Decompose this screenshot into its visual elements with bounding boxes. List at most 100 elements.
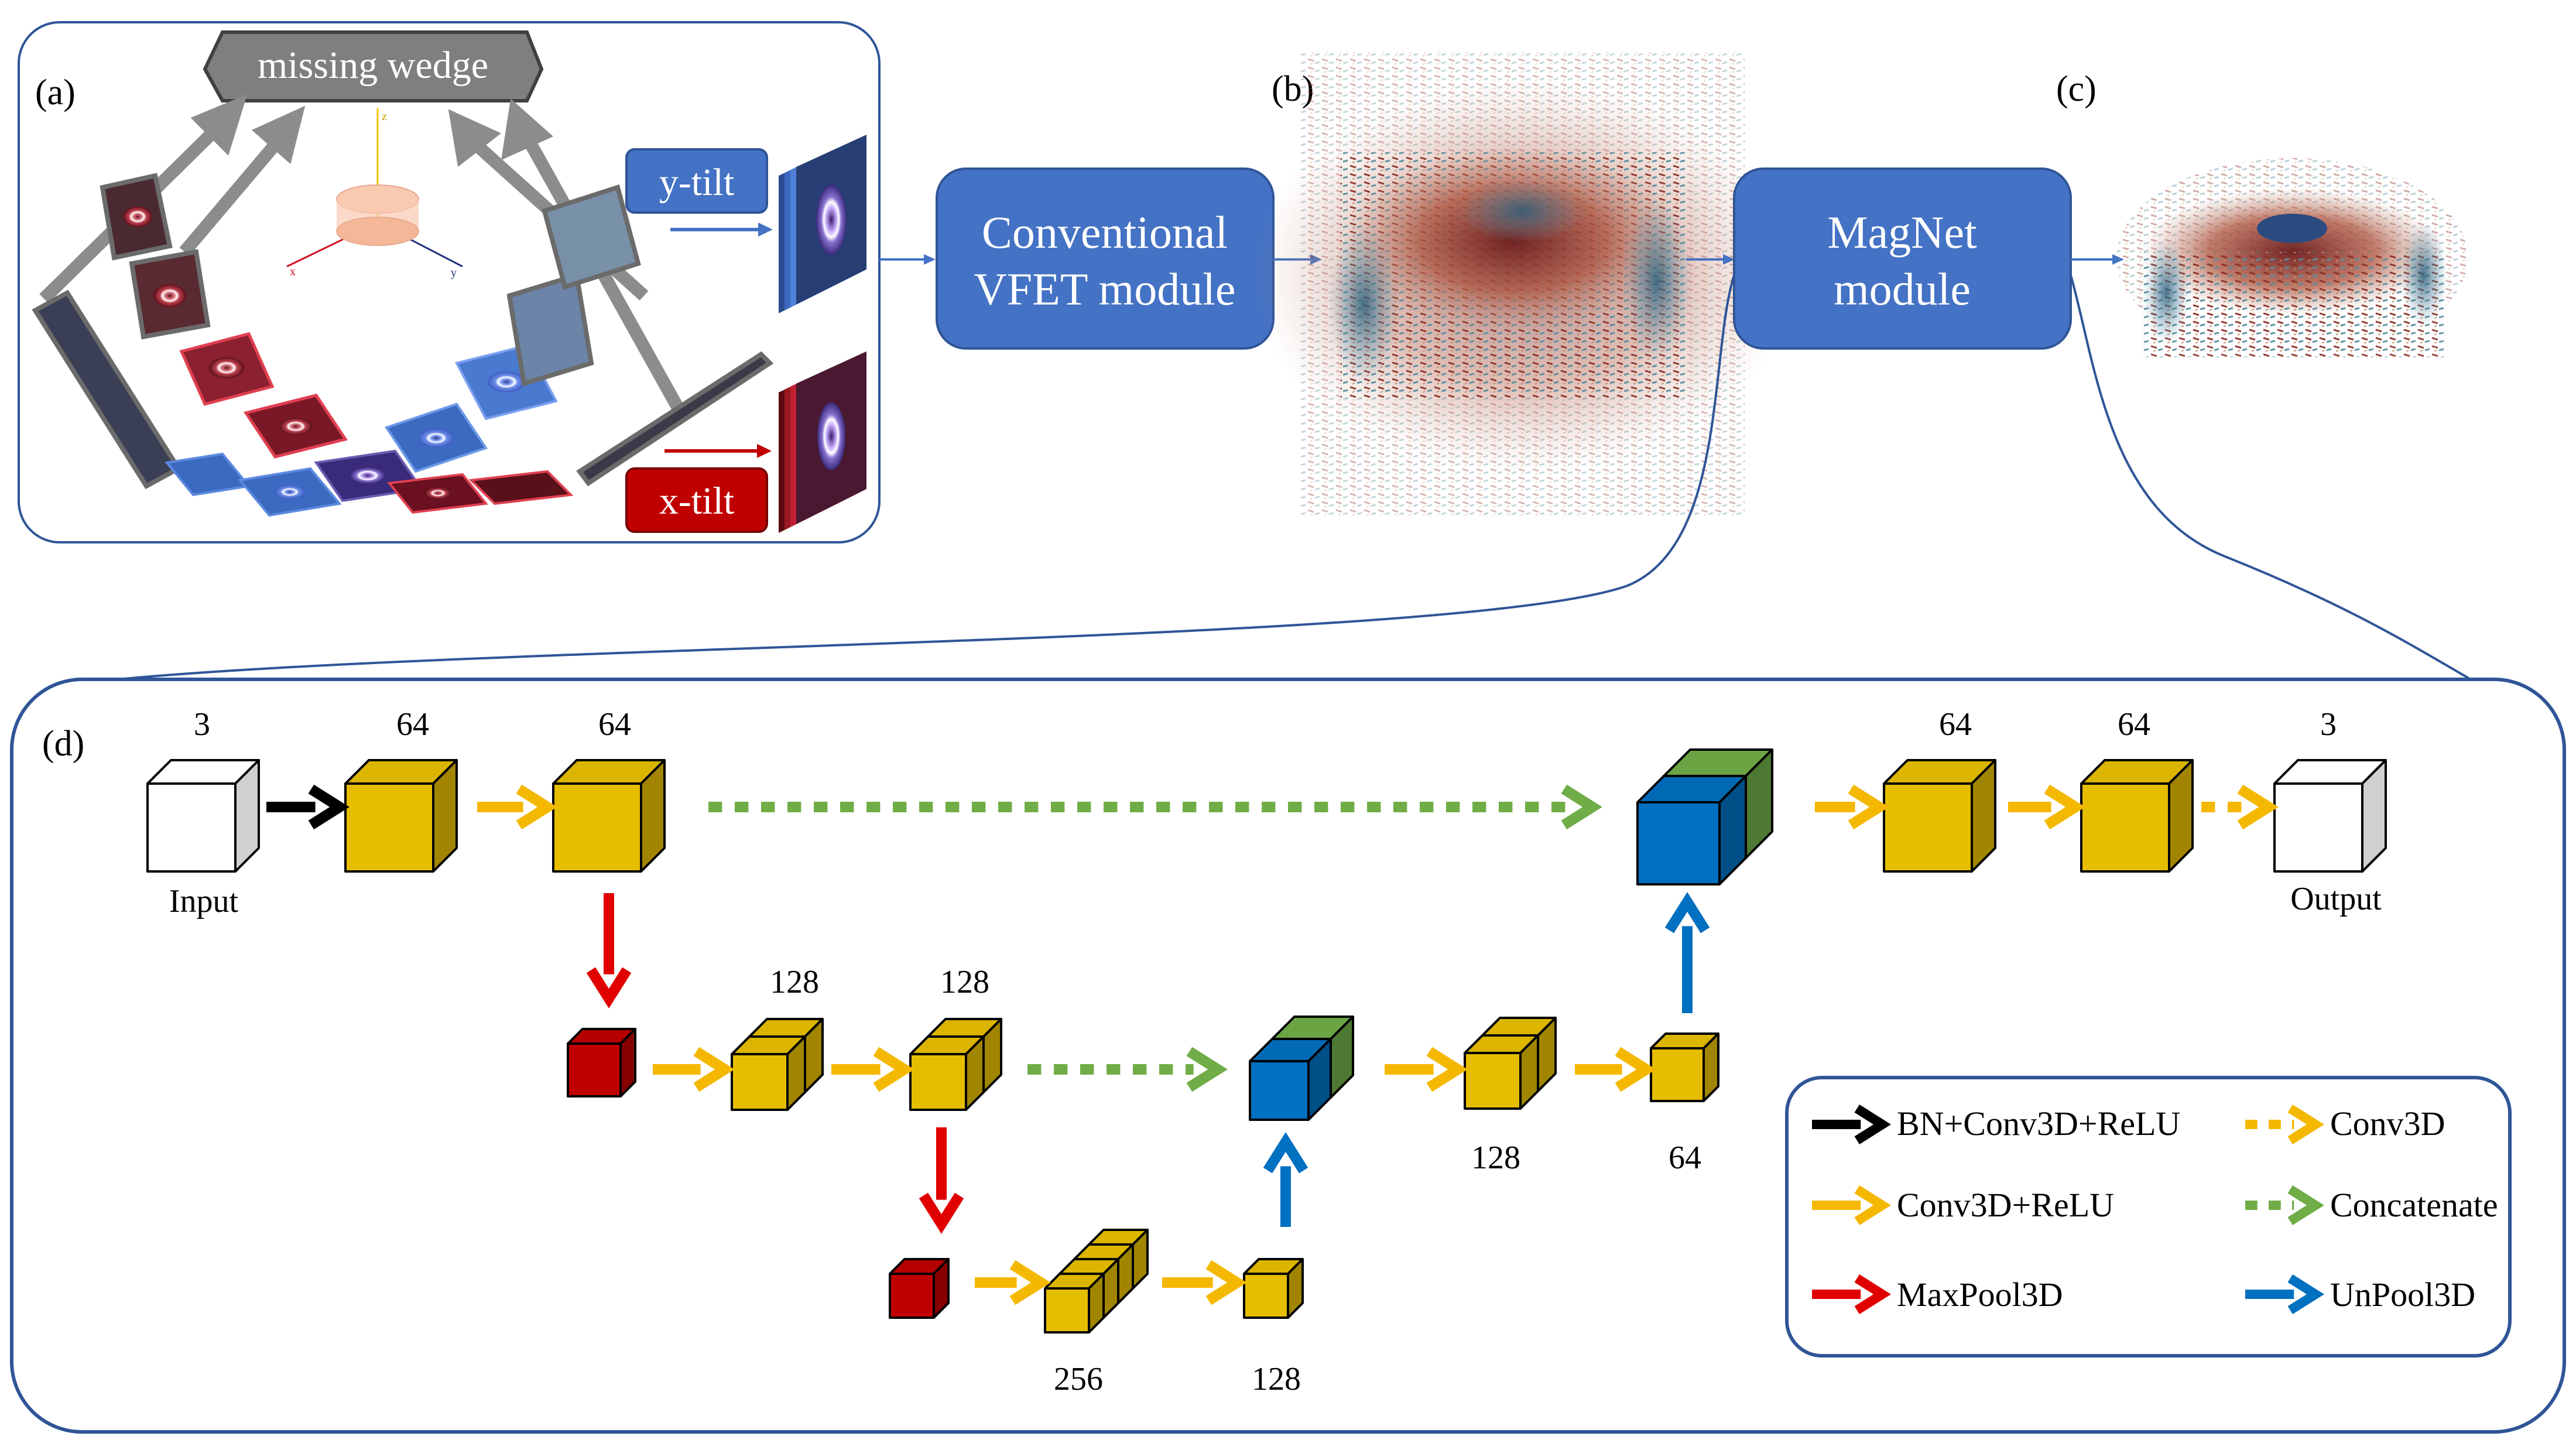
- arrow-dec-conv-1: [1815, 784, 1889, 830]
- panel-c-label: (c): [2056, 69, 2097, 109]
- arrow-dec-conv-2-head: [2044, 784, 2085, 830]
- cube-enc1a-front: [344, 782, 434, 873]
- arrow-pool-1-head: [586, 967, 632, 1008]
- channel-dec1b: 64: [2118, 706, 2150, 743]
- arrow-pool-2: [919, 1127, 964, 1234]
- cube-concat2: [1249, 1016, 1354, 1121]
- arrow-skip-2-head: [1186, 1047, 1228, 1092]
- arrow-dec-conv-2: [2008, 784, 2085, 830]
- channel-enc2b: 128: [940, 964, 989, 1000]
- legend-frame: [1785, 1076, 2512, 1358]
- cube-input-front: [146, 782, 237, 873]
- legend-label-conv-relu: Conv3D+ReLU: [1897, 1186, 2114, 1224]
- arrow-final-conv: [2201, 784, 2279, 830]
- legend-label-bn-conv-relu: BN+Conv3D+ReLU: [1897, 1105, 2180, 1143]
- arrow-conv-3b: [1162, 1260, 1247, 1305]
- cube-pool1-front: [567, 1042, 622, 1097]
- panel-a-label: (a): [35, 73, 76, 112]
- axis-y-label: y: [451, 266, 457, 279]
- panel-d: (d) 3 64 64 128 128 256 128 128 64 64 64…: [10, 678, 2566, 1434]
- cube-bottleneck: [1044, 1229, 1149, 1334]
- cube-concat2-blue: [1249, 1038, 1332, 1121]
- panel-b: (b): [1253, 53, 1791, 515]
- legend-arrow-bn_conv_relu-head: [1854, 1105, 1892, 1144]
- legend-label-concatenate: Concatenate: [2330, 1186, 2498, 1224]
- network-arrows: [266, 784, 2279, 1305]
- panel-c: (c): [2056, 69, 2468, 357]
- axis-glyph: x y z: [286, 108, 463, 279]
- legend-arrow-unpool: [2245, 1274, 2325, 1314]
- arrow-magnet-to-c: [2071, 254, 2124, 265]
- legend-label-maxpool: MaxPool3D: [1897, 1276, 2063, 1314]
- x-tilt-label: x-tilt: [659, 480, 734, 522]
- panel-a: (a) missing wedge: [18, 21, 881, 543]
- legend-arrow-maxpool-head: [1854, 1274, 1892, 1314]
- legend-arrow-conv3d-head: [2287, 1105, 2325, 1144]
- vfet-label-line1: Conventional: [982, 207, 1228, 258]
- magnet-label-line1: MagNet: [1827, 207, 1977, 258]
- network-cubes: [146, 748, 2387, 1334]
- cube-dec2b: [1650, 1032, 1719, 1102]
- cube-dec1a: [1883, 759, 1996, 873]
- arrow-skip-2: [1027, 1047, 1228, 1092]
- channel-input: 3: [194, 706, 210, 743]
- legend-arrow-conv3d: [2245, 1105, 2325, 1144]
- cube-enc2a: [731, 1018, 824, 1111]
- y-tilt-box: y-tilt: [625, 148, 773, 237]
- missing-wedge-banner: missing wedge: [203, 30, 544, 102]
- cube-enc1b: [552, 759, 666, 873]
- missing-wedge-label: missing wedge: [258, 44, 488, 87]
- cube-pool2: [889, 1258, 950, 1319]
- arrow-dec2-conv-2-head: [1615, 1047, 1656, 1092]
- y-tilt-stack: [779, 135, 866, 313]
- arrow-conv-1: [477, 784, 557, 830]
- legend-arrow-concatenate: [2245, 1185, 2325, 1225]
- cube-enc1a: [344, 759, 458, 873]
- cube-input: [146, 759, 260, 873]
- axis-z-label: z: [382, 110, 387, 123]
- magnet-label-line2: module: [1834, 264, 1971, 314]
- legend-arrow-unpool-head: [2287, 1274, 2325, 1314]
- cube-dec1b: [2080, 759, 2194, 873]
- arrow-bn-conv: [266, 784, 350, 830]
- panel-d-label: (d): [42, 724, 84, 764]
- channel-dec1a: 64: [1939, 706, 1972, 743]
- channel-enc2a: 128: [770, 964, 819, 1000]
- legend: BN+Conv3D+ReLU Conv3D Conv3D+ReLU Concat…: [1785, 1076, 2512, 1358]
- x-tilt-stack: [779, 351, 866, 533]
- input-label: Input: [169, 883, 239, 919]
- cube-pool2-front: [889, 1273, 935, 1319]
- output-label: Output: [2290, 881, 2382, 917]
- arrow-unpool-1-head: [1664, 892, 1710, 934]
- arrow-a-to-vfet: [879, 254, 936, 265]
- cube-enc2b-front: [909, 1053, 967, 1111]
- magnet-module: MagNet module: [1733, 167, 2072, 350]
- arrow-b-to-magnet: [1686, 254, 1735, 265]
- cube-concat1-blue-front: [1636, 801, 1721, 885]
- cube-dec2a-front: [1464, 1052, 1522, 1110]
- cube-bottleneck-out: [1243, 1258, 1304, 1319]
- arrow-unpool-1: [1664, 892, 1710, 1013]
- y-tilt-label: y-tilt: [659, 161, 734, 204]
- cube-pool1: [567, 1028, 636, 1097]
- x-tilt-box: x-tilt: [625, 444, 772, 533]
- arrow-bn-conv-head: [308, 784, 350, 830]
- channel-bottleneck: 256: [1054, 1361, 1103, 1397]
- channel-enc1b: 64: [598, 706, 631, 743]
- cube-enc2b: [909, 1018, 1002, 1111]
- arrow-dec-conv-1-head: [1848, 784, 1889, 830]
- cube-dec2a: [1464, 1017, 1557, 1110]
- legend-arrow-conv_relu: [1812, 1185, 1892, 1225]
- channel-enc1a: 64: [396, 706, 429, 743]
- arrow-conv-3a-head: [1009, 1260, 1051, 1305]
- arrow-conv-3b-head: [1205, 1260, 1247, 1305]
- arrow-skip-1-head: [1561, 784, 1602, 830]
- legend-arrow-bn_conv_relu: [1812, 1105, 1892, 1144]
- vfet-label-line2: VFET module: [974, 264, 1235, 314]
- arrow-dec2-conv-2: [1575, 1047, 1656, 1092]
- legend-label-unpool: UnPool3D: [2330, 1276, 2475, 1314]
- axis-x-label: x: [290, 265, 296, 278]
- arrow-pool-2-head: [919, 1192, 964, 1234]
- channel-dec2a: 128: [1471, 1140, 1520, 1176]
- channel-dec2b: 64: [1669, 1140, 1701, 1176]
